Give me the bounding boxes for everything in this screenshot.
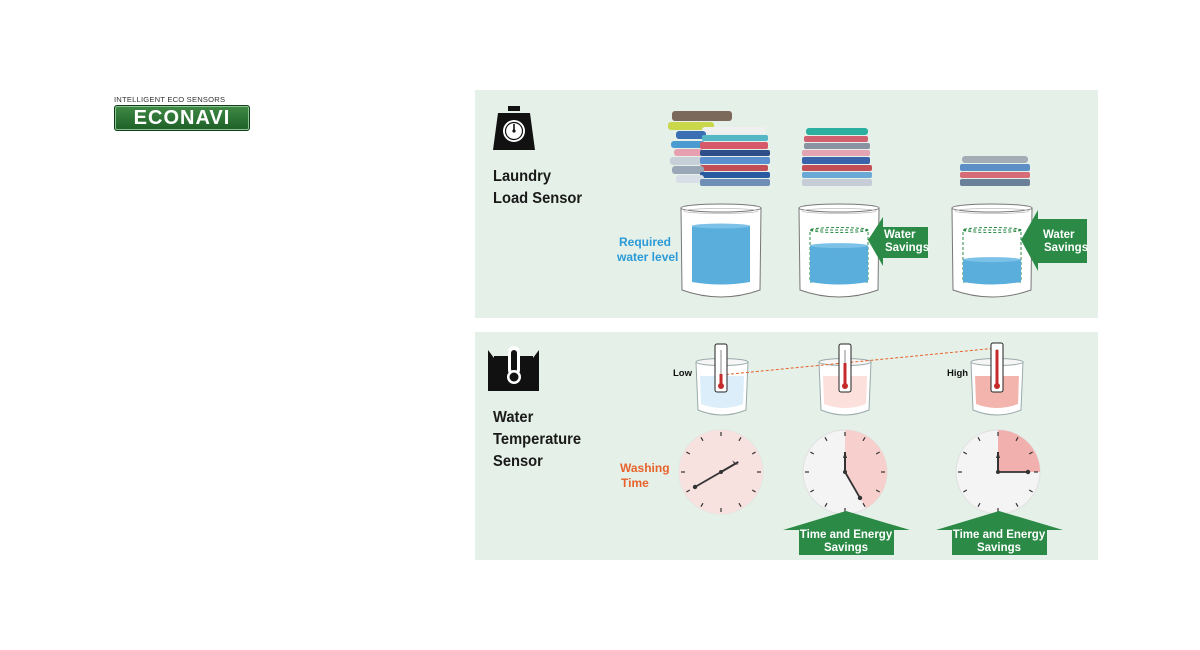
- time-energy-savings-label-2-line2: Savings: [977, 542, 1021, 554]
- water-savings-label-2-line2: Savings: [1044, 242, 1088, 254]
- washing-time-label-line1: Washing: [620, 461, 670, 475]
- washer-tub-medium-load: [798, 203, 880, 298]
- water-savings-arrow-2: [1021, 210, 1087, 271]
- water-savings-arrow-1: [868, 217, 928, 266]
- time-energy-savings-label-1-line1: Time and Energy: [800, 529, 893, 541]
- econavi-logo: INTELLIGENT ECO SENSORS ECONAVI: [114, 95, 250, 131]
- water-savings-label-1-line2: Savings: [885, 242, 929, 254]
- laundry-load-sensor-title: Laundry Load Sensor: [493, 168, 583, 207]
- thermometer-low-icon: [714, 343, 728, 393]
- laundry-pile-large: [668, 111, 770, 186]
- clock-short-wash: [955, 429, 1041, 515]
- scale-icon: [493, 106, 535, 150]
- logo-tagline: INTELLIGENT ECO SENSORS: [114, 95, 226, 104]
- hot-water-tub: [970, 358, 1024, 416]
- washer-tub-full-load: [680, 203, 762, 298]
- laundry-pile-small: [960, 156, 1030, 186]
- thermometer-mid-icon: [838, 343, 852, 393]
- laundry-pile-medium: [802, 128, 872, 186]
- required-water-label-line1: Required: [619, 235, 671, 249]
- clock-long-wash: [678, 429, 764, 515]
- low-temperature-label: Low: [673, 368, 693, 379]
- high-temperature-label: High: [947, 368, 968, 379]
- water-temperature-sensor-title: Water Temperature Sensor: [493, 409, 582, 470]
- time-energy-savings-label-2-line1: Time and Energy: [953, 529, 1046, 541]
- temperature-trend-line: [720, 347, 998, 376]
- thermometer-high-icon: [990, 342, 1004, 393]
- water-savings-label-2-line1: Water: [1043, 229, 1075, 241]
- clock-medium-wash: [802, 429, 888, 515]
- washing-time-label-line2: Time: [621, 476, 649, 490]
- water-savings-label-1-line1: Water: [884, 229, 916, 241]
- time-energy-savings-arrow-2: [936, 511, 1063, 555]
- thermometer-tub-icon: [488, 346, 539, 391]
- logo-brand: ECONAVI: [114, 105, 250, 131]
- time-energy-savings-label-1-line2: Savings: [824, 542, 868, 554]
- washer-tub-small-load: [951, 203, 1033, 298]
- time-energy-savings-arrow-1: [783, 511, 910, 555]
- required-water-label-line2: water level: [616, 250, 678, 264]
